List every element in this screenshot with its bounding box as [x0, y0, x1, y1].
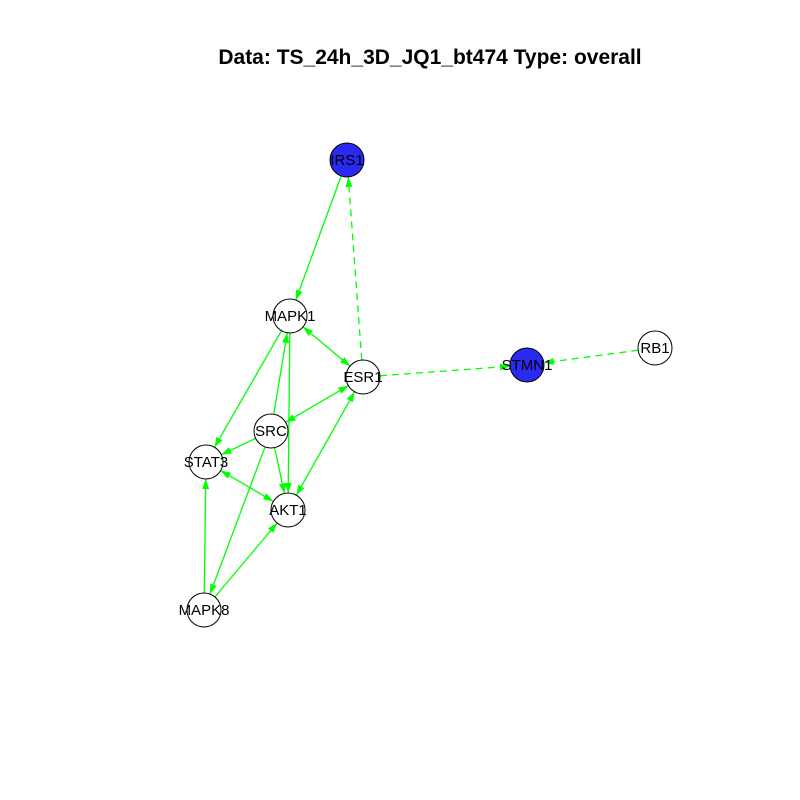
arrow-head	[278, 482, 286, 494]
node-label: SRC	[255, 423, 287, 440]
edge-line	[273, 332, 288, 415]
edge-line	[295, 175, 342, 301]
arrow-head	[303, 326, 313, 336]
edge-rb1-stmn1	[543, 349, 639, 365]
arrow-head	[267, 523, 278, 533]
edge-line	[220, 470, 274, 502]
edge-line	[285, 385, 349, 423]
arrow-head	[285, 414, 297, 423]
edge-mapk8-stat3	[202, 478, 210, 594]
edge-mapk8-akt1	[214, 522, 278, 598]
node-label: MAPK8	[179, 602, 230, 619]
edge-src-mapk1	[273, 332, 290, 415]
node-label: RB1	[640, 340, 669, 357]
arrow-head	[284, 482, 292, 494]
arrow-head	[346, 391, 355, 403]
edge-esr1-stmn1	[379, 363, 511, 377]
edge-line	[347, 176, 363, 361]
edge-mapk1-esr1	[302, 326, 351, 367]
node-circle	[345, 359, 381, 395]
edge-line	[209, 446, 266, 595]
node-circle	[270, 492, 306, 528]
node-circle	[272, 298, 308, 334]
edge-esr1-irs1	[345, 176, 363, 361]
edge-line	[213, 330, 283, 448]
edge-esr1-akt1	[295, 391, 356, 496]
node-akt1: AKT1	[269, 492, 307, 528]
arrow-head	[262, 493, 274, 502]
edge-src-akt1	[273, 447, 286, 494]
edge-line	[287, 332, 291, 494]
node-label: STAT3	[184, 454, 228, 471]
node-mapk8: MAPK8	[179, 592, 230, 628]
edge-line	[302, 326, 351, 367]
node-label: ESR1	[343, 369, 382, 386]
node-stat3: STAT3	[184, 444, 228, 480]
node-rb1: RB1	[637, 330, 673, 366]
arrow-head	[543, 357, 555, 365]
edge-irs1-mapk1	[295, 175, 342, 301]
node-label: IRS1	[330, 152, 363, 169]
edge-line	[379, 365, 511, 377]
node-circle	[253, 413, 289, 449]
arrow-head	[220, 470, 232, 479]
arrow-head	[221, 447, 232, 455]
arrow-head	[499, 363, 511, 371]
edge-src-mapk8	[209, 446, 266, 595]
node-circle	[329, 142, 365, 178]
node-label: STMN1	[502, 357, 553, 374]
arrow-head	[209, 583, 217, 595]
node-label: MAPK1	[265, 308, 316, 325]
page-title: Data: TS_24h_3D_JQ1_bt474 Type: overall	[218, 46, 642, 69]
arrow-head	[340, 357, 350, 367]
arrow-head	[345, 176, 353, 188]
arrow-head	[295, 289, 303, 301]
node-mapk1: MAPK1	[265, 298, 316, 334]
node-circle	[509, 347, 545, 383]
edge-stat3-akt1	[220, 470, 274, 502]
arrow-head	[214, 436, 223, 448]
arrow-head	[296, 484, 305, 496]
node-circle	[188, 444, 224, 480]
node-esr1: ESR1	[343, 359, 383, 395]
arrow-head	[282, 332, 290, 344]
arrow-head	[202, 478, 210, 490]
edge-line	[214, 522, 278, 598]
node-stmn1: STMN1	[502, 347, 553, 383]
arrow-head	[337, 385, 349, 394]
edge-mapk1-stat3	[213, 330, 283, 448]
edge-line	[543, 349, 639, 364]
node-irs1: IRS1	[329, 142, 365, 178]
edge-esr1-src	[285, 385, 349, 423]
node-label: AKT1	[269, 502, 307, 519]
node-circle	[637, 330, 673, 366]
node-src: SRC	[253, 413, 289, 449]
edges-layer	[202, 175, 639, 598]
edge-mapk1-akt1	[284, 332, 292, 494]
edge-line	[295, 391, 356, 496]
edge-line	[203, 478, 207, 594]
edge-src-stat3	[221, 437, 256, 456]
node-circle	[186, 592, 222, 628]
